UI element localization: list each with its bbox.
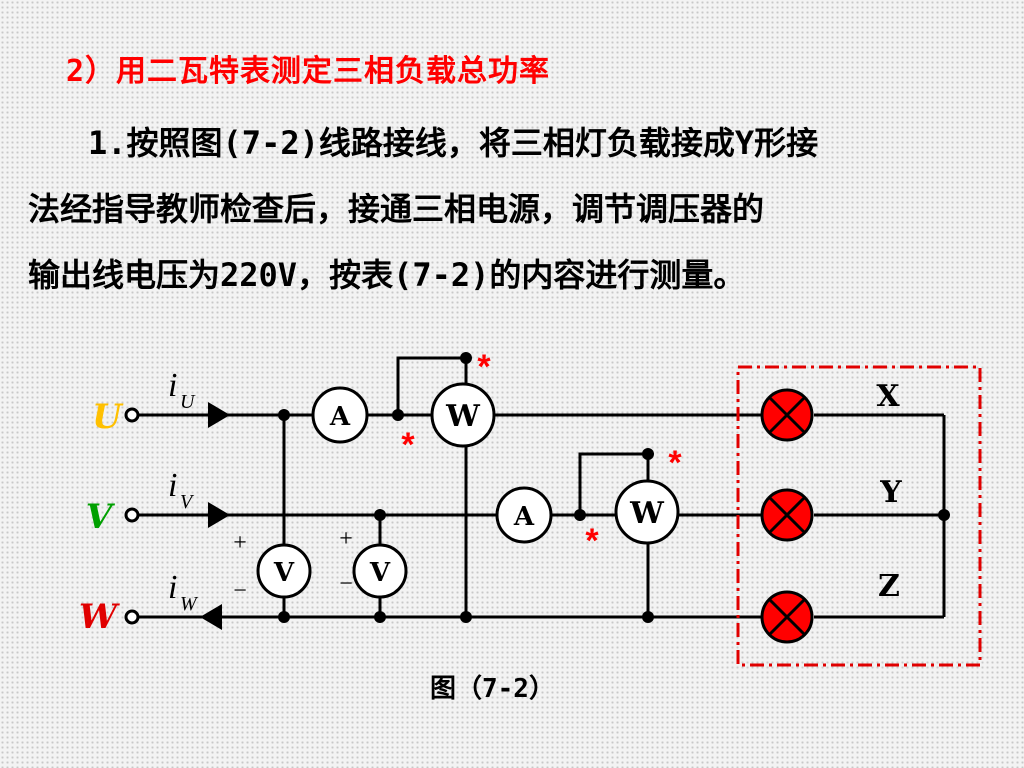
current-iv-symbol: i	[168, 467, 177, 504]
current-iv-sub: V	[180, 491, 195, 513]
current-iu-sub: U	[180, 391, 196, 413]
paragraph-line-2: 法经指导教师检查后，接通三相电源，调节调压器的	[28, 190, 765, 228]
ammeter-2-label: A	[513, 502, 535, 532]
paragraph-line-1: 1.按照图(7-2)线路接线，将三相灯负载接成Y形接	[88, 124, 819, 162]
junction-dot	[392, 409, 404, 421]
junction-dot	[460, 611, 472, 623]
phase-v-label: V	[86, 497, 116, 537]
wattmeter-2-label: W	[629, 496, 665, 531]
voltmeter-2-label: V	[369, 558, 391, 588]
terminal-u	[124, 407, 140, 423]
instruction-paragraph: 1.按照图(7-2)线路接线，将三相灯负载接成Y形接 法经指导教师检查后，接通三…	[28, 110, 988, 308]
junction-dot	[642, 448, 654, 460]
plus-sign: +	[339, 526, 353, 552]
current-iw-sub: W	[180, 593, 199, 615]
load-y-label: Y	[879, 475, 902, 510]
minus-sign: −	[339, 571, 353, 597]
wattmeter-2	[614, 479, 680, 545]
junction-dot	[278, 409, 290, 421]
w2-voltage-loop	[578, 452, 650, 515]
polarity-star: *	[401, 426, 415, 464]
voltmeter-2	[352, 543, 408, 599]
arrow-iv	[208, 502, 230, 528]
ammeter-1	[311, 386, 369, 444]
phase-w-label: W	[79, 597, 120, 637]
plus-sign: +	[233, 530, 247, 556]
junction-dot	[642, 611, 654, 623]
polarity-star: *	[585, 522, 599, 560]
junction-dot	[574, 509, 586, 521]
polarity-star: *	[477, 348, 491, 386]
junction-dot	[278, 611, 290, 623]
terminal-v	[124, 507, 140, 523]
w1-voltage-loop	[396, 356, 468, 415]
arrow-iw	[200, 604, 222, 630]
current-iw-symbol: i	[168, 569, 177, 606]
lamp-z	[760, 590, 814, 644]
wattmeter-1-label: W	[445, 399, 481, 434]
phase-u-label: U	[92, 397, 124, 437]
terminal-w	[124, 609, 140, 625]
lamp-y	[760, 488, 814, 542]
voltmeter-1-label: V	[273, 558, 295, 588]
wattmeter-1	[430, 382, 496, 448]
arrow-iu	[208, 402, 230, 428]
voltmeter-1	[256, 543, 312, 599]
load-x-label: X	[876, 379, 900, 414]
junction-dot	[374, 509, 386, 521]
minus-sign: −	[233, 578, 247, 604]
junction-dot	[460, 352, 472, 364]
load-box	[736, 365, 982, 667]
slide-title: 2）用二瓦特表测定三相负载总功率	[66, 54, 551, 89]
polarity-star: *	[668, 444, 682, 482]
ammeter-1-label: A	[329, 402, 351, 432]
ammeter-2	[495, 486, 553, 544]
load-z-label: Z	[878, 569, 900, 604]
paragraph-line-3: 输出线电压为220V，按表(7-2)的内容进行测量。	[28, 256, 746, 294]
current-iu-symbol: i	[168, 367, 177, 404]
junction-dot	[374, 611, 386, 623]
lamp-x	[760, 388, 814, 442]
figure-caption: 图（7-2）	[430, 674, 555, 704]
junction-dot	[938, 509, 950, 521]
